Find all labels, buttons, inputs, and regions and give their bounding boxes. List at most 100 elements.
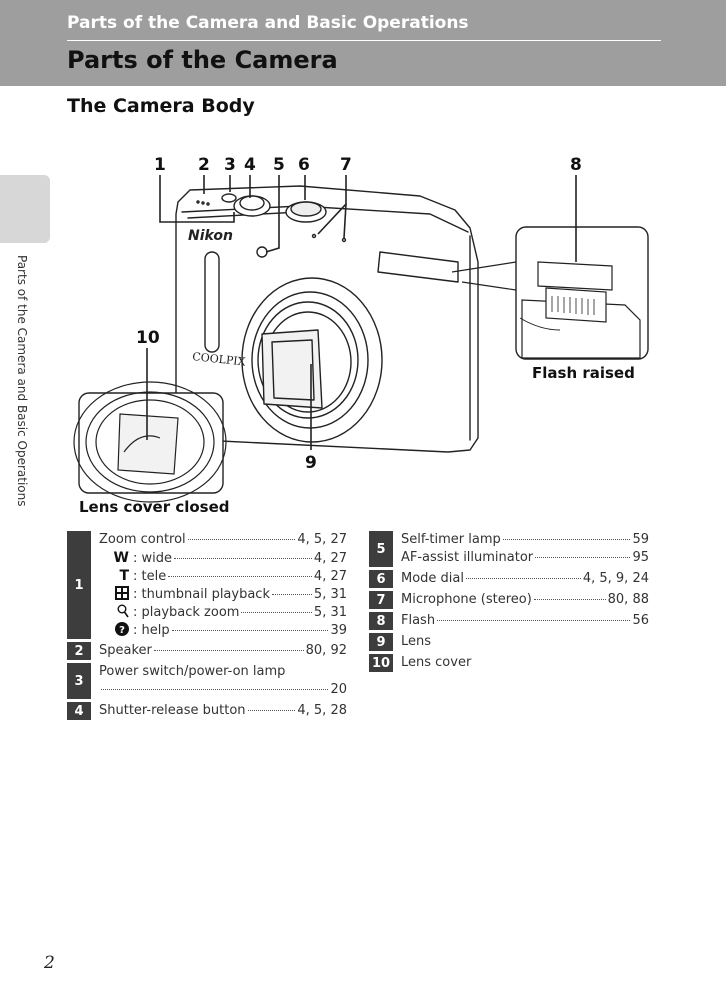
caption-flash-raised: Flash raised — [532, 364, 635, 382]
page-title: Parts of the Camera — [67, 46, 338, 74]
part-line: Shutter-release button 4, 5, 28 — [99, 702, 347, 720]
part-line: Microphone (stereo) 80, 88 — [401, 591, 649, 609]
part-label: Lens cover — [401, 655, 472, 670]
part-number-9: 9 — [369, 633, 393, 651]
part-row-8: 8 Flash 56 — [369, 612, 649, 630]
page-ref: 4, 5, 27 — [297, 532, 347, 547]
part-row-1: 1 Zoom control 4, 5, 27 W : wide 4, 27 T… — [67, 531, 347, 639]
part-row-2: 2 Speaker 80, 92 — [67, 642, 347, 660]
leader-dots — [271, 594, 312, 595]
callout-2: 2 — [198, 155, 210, 175]
leader-dots — [187, 539, 296, 540]
header-band — [0, 0, 726, 86]
part-label: Mode dial — [401, 571, 464, 586]
leader-dots — [533, 599, 606, 600]
help-icon: ? — [99, 621, 129, 639]
part-label: Microphone (stereo) — [401, 592, 532, 607]
part-line: AF-assist illuminator 95 — [401, 549, 649, 567]
part-number-4: 4 — [67, 702, 91, 720]
leader-dots — [101, 689, 329, 690]
part-label: : help — [133, 623, 170, 638]
part-label: : thumbnail playback — [133, 587, 270, 602]
page-ref: 4, 5, 9, 24 — [582, 571, 649, 586]
part-number-2: 2 — [67, 642, 91, 660]
part-row-5: 5 Self-timer lamp 59 AF-assist illuminat… — [369, 531, 649, 567]
part-line: W : wide 4, 27 — [99, 549, 347, 567]
camera-illustration: Nikon COOLPIX — [73, 155, 649, 516]
part-desc-3: Power switch/power-on lamp 20 — [91, 663, 347, 699]
part-number-7: 7 — [369, 591, 393, 609]
part-label: Flash — [401, 613, 436, 628]
part-line: 20 — [99, 681, 347, 699]
part-row-9: 9 Lens — [369, 633, 649, 651]
lens-aperture — [261, 329, 323, 409]
callout-7: 7 — [340, 155, 352, 175]
parts-table-right: 5 Self-timer lamp 59 AF-assist illuminat… — [369, 528, 649, 675]
callout-1: 1 — [154, 155, 166, 175]
callout-5: 5 — [273, 155, 285, 175]
part-number-3: 3 — [67, 663, 91, 699]
part-label: AF-assist illuminator — [401, 550, 534, 565]
part-number-1: 1 — [67, 531, 91, 639]
page-ref: 56 — [632, 613, 649, 628]
callout-3: 3 — [224, 155, 236, 175]
part-line: Flash 56 — [401, 612, 649, 630]
leader-dots — [153, 650, 304, 651]
part-line: Power switch/power-on lamp — [99, 663, 347, 681]
zoom-icon — [99, 603, 129, 621]
callout-6: 6 — [298, 155, 310, 175]
part-number-5: 5 — [369, 531, 393, 567]
page-ref: 4, 27 — [313, 551, 347, 566]
page-ref: 80, 92 — [305, 643, 347, 658]
page-ref: 80, 88 — [607, 592, 649, 607]
subheading: The Camera Body — [67, 95, 255, 117]
thumbnail-icon — [99, 585, 129, 603]
part-line: ? : help 39 — [99, 621, 347, 639]
page-ref: 20 — [330, 682, 347, 697]
leader-dots — [466, 578, 581, 579]
side-tab[interactable] — [0, 175, 50, 243]
part-row-4: 4 Shutter-release button 4, 5, 28 — [67, 702, 347, 720]
lens-cover-closed-inset — [73, 381, 227, 503]
leader-dots — [247, 710, 296, 711]
part-label: Shutter-release button — [99, 703, 246, 718]
leader-dots — [502, 539, 631, 540]
part-number-10: 10 — [369, 654, 393, 672]
header-rule — [67, 40, 661, 41]
part-desc-9: Lens — [393, 633, 649, 651]
shutter-button — [239, 195, 265, 211]
part-line: : playback zoom 5, 31 — [99, 603, 347, 621]
part-label: : wide — [133, 551, 173, 566]
leader-dots — [437, 620, 631, 621]
camera-model: COOLPIX — [192, 350, 247, 369]
page-ref: 5, 31 — [313, 605, 347, 620]
page-ref: 59 — [632, 532, 649, 547]
part-label: Self-timer lamp — [401, 532, 501, 547]
page-ref: 5, 31 — [313, 587, 347, 602]
part-label: Zoom control — [99, 532, 186, 547]
page-ref: 95 — [632, 550, 649, 565]
leader-dots — [535, 557, 631, 558]
flash-strip — [377, 251, 459, 283]
power-button — [221, 193, 237, 203]
svg-text:?: ? — [119, 625, 125, 636]
part-number-6: 6 — [369, 570, 393, 588]
leader-dots — [171, 630, 329, 631]
part-line: Lens cover — [401, 654, 649, 672]
camera-brand: Nikon — [188, 228, 233, 244]
callout-9: 9 — [305, 453, 317, 473]
part-line: : thumbnail playback 5, 31 — [99, 585, 347, 603]
part-line: Speaker 80, 92 — [99, 642, 347, 660]
part-desc-8: Flash 56 — [393, 612, 649, 630]
part-row-7: 7 Microphone (stereo) 80, 88 — [369, 591, 649, 609]
part-desc-4: Shutter-release button 4, 5, 28 — [91, 702, 347, 720]
part-row-10: 10 Lens cover — [369, 654, 649, 672]
callout-8: 8 — [570, 155, 582, 175]
t-symbol: T — [119, 568, 129, 584]
part-desc-7: Microphone (stereo) 80, 88 — [393, 591, 649, 609]
page-ref: 39 — [330, 623, 347, 638]
part-label: : playback zoom — [133, 605, 240, 620]
part-desc-2: Speaker 80, 92 — [91, 642, 347, 660]
part-label: : tele — [133, 569, 167, 584]
grip — [204, 251, 220, 353]
